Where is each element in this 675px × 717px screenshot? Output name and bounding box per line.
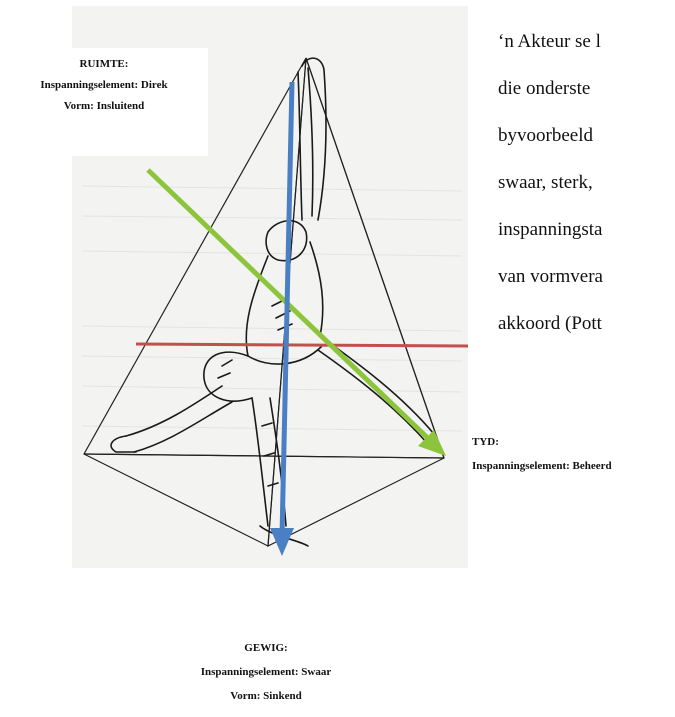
ruimte-effort-element: Inspanningselement: Direk: [0, 75, 208, 96]
body-line: van vormvera: [498, 253, 675, 300]
tyd-effort-element: Inspanningselement: Beheerd: [472, 454, 672, 478]
body-paragraph: ‘n Akteur se l die onderste byvoorbeeld …: [498, 18, 675, 347]
ruimte-label-box: RUIMTE: Inspanningselement: Direk Vorm: …: [0, 48, 208, 156]
gewig-label-box: GEWIG: Inspanningselement: Swaar Vorm: S…: [140, 636, 392, 708]
body-line: ‘n Akteur se l: [498, 18, 675, 65]
ruimte-title: RUIMTE:: [0, 54, 208, 75]
body-line: inspanningsta: [498, 206, 675, 253]
body-line: die onderste: [498, 65, 675, 112]
horizontal-time-line: [136, 344, 468, 346]
body-line: swaar, sterk,: [498, 159, 675, 206]
gewig-title: GEWIG:: [140, 636, 392, 660]
gewig-effort-element: Inspanningselement: Swaar: [140, 660, 392, 684]
tyd-label-box: TYD: Inspanningselement: Beheerd: [472, 430, 672, 478]
body-line: akkoord (Pott: [498, 300, 675, 347]
body-line: byvoorbeeld: [498, 112, 675, 159]
tyd-title: TYD:: [472, 430, 672, 454]
gewig-form: Vorm: Sinkend: [140, 684, 392, 708]
ruimte-form: Vorm: Insluitend: [0, 96, 208, 117]
